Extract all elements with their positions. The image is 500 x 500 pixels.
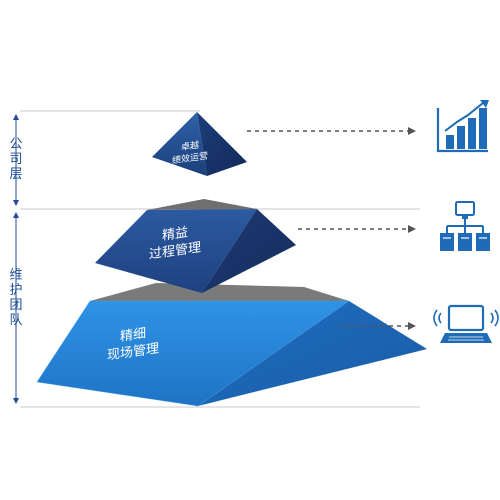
- tier-bottom-side-face: [198, 301, 427, 406]
- tier-bottom-front-face: [37, 301, 349, 406]
- side-label-maintenance-team: 维护团队: [9, 268, 23, 328]
- tier-bottom-top-face: [90, 283, 349, 301]
- maintenance-team-range-arrow: [13, 212, 19, 404]
- tier-top-side-face: [197, 112, 247, 176]
- laptop-icon: [433, 304, 499, 343]
- pyramid-tier-bottom: [36, 283, 427, 407]
- company-level-range-arrow: [13, 114, 19, 206]
- pyramid-tier-top: [152, 112, 247, 176]
- tier-middle-side-face: [202, 209, 296, 293]
- bar-chart-icon: [436, 100, 489, 153]
- arrow-tier-top-to-icon: [247, 127, 416, 135]
- tier-middle-front-face: [95, 209, 257, 293]
- arrow-tier-middle-to-icon: [298, 225, 416, 233]
- network-hierarchy-icon: [440, 201, 490, 251]
- arrow-tier-bottom-to-icon: [341, 322, 416, 330]
- tier-middle-top-face: [147, 199, 257, 210]
- tier-top-front-face: [152, 112, 207, 176]
- pyramid-tier-middle: [95, 199, 296, 293]
- side-label-company-level: 公司层: [9, 137, 23, 182]
